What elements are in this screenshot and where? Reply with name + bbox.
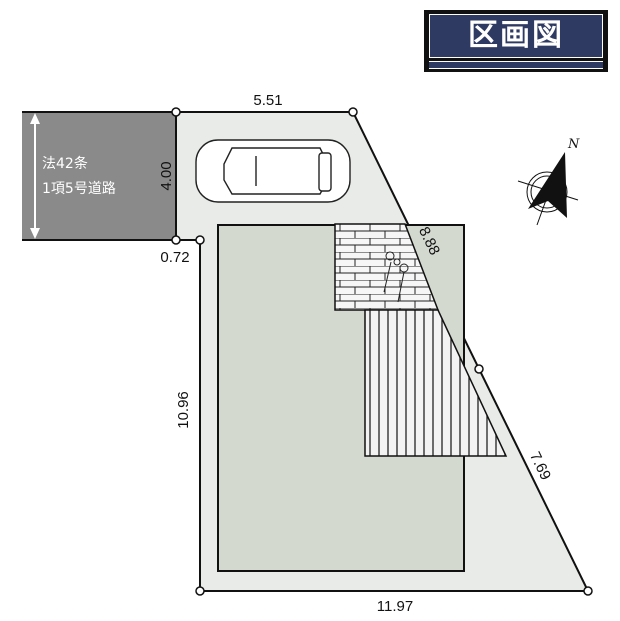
- title-badge: 区画図: [424, 10, 608, 72]
- dim-left: 10.96: [175, 391, 192, 429]
- road-width-arrow-icon: [30, 113, 40, 239]
- title-underline: [429, 61, 603, 69]
- dim-bottom: 11.97: [377, 598, 413, 615]
- title-panel: 区画図: [429, 14, 603, 58]
- road-width-label: 4.00: [158, 161, 175, 190]
- car-icon: [195, 139, 351, 203]
- road-label-line2: 1項5号道路: [42, 181, 116, 197]
- dim-notch: 0.72: [160, 249, 189, 266]
- road-label-line1: 法42条: [42, 155, 88, 172]
- north-compass-icon: N: [517, 137, 580, 226]
- plant-icon: [383, 251, 409, 303]
- dim-top: 5.51: [253, 92, 282, 109]
- wood-deck: [364, 309, 508, 457]
- page-title: 区画図: [468, 18, 564, 53]
- compass-north-label: N: [567, 137, 580, 152]
- boundary-markers: [171, 107, 593, 596]
- road-area: [22, 112, 176, 240]
